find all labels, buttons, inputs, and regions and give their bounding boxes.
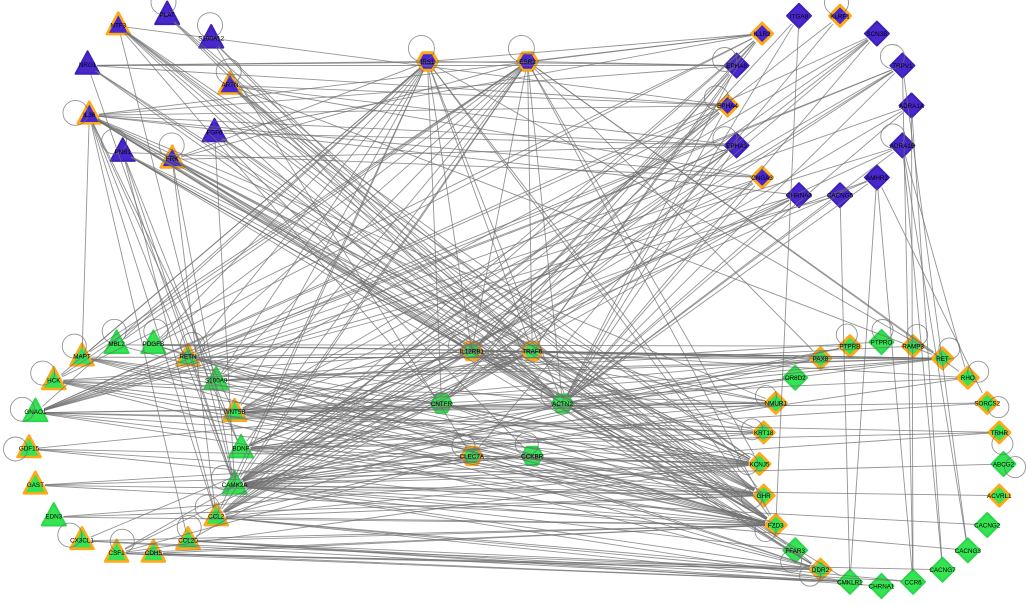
svg-text:CCL20: CCL20 xyxy=(178,537,198,544)
svg-text:GAST: GAST xyxy=(27,482,44,489)
svg-text:IL12RB1: IL12RB1 xyxy=(460,349,485,356)
svg-text:KRT18: KRT18 xyxy=(754,430,774,437)
svg-text:TRHR: TRHR xyxy=(991,430,1009,437)
svg-text:CLEC7A: CLEC7A xyxy=(460,453,485,460)
svg-text:RHO: RHO xyxy=(961,375,975,382)
svg-text:CACNG7: CACNG7 xyxy=(929,567,956,574)
svg-text:GNAO1: GNAO1 xyxy=(24,409,47,416)
svg-text:TRPV1: TRPV1 xyxy=(892,63,913,70)
svg-text:PTPRO: PTPRO xyxy=(871,340,893,347)
svg-text:GHR: GHR xyxy=(757,493,771,500)
svg-text:ABCG2: ABCG2 xyxy=(993,462,1015,469)
svg-text:NTF3: NTF3 xyxy=(110,23,126,30)
svg-text:DDR2: DDR2 xyxy=(812,567,830,574)
svg-text:CMKLR1: CMKLR1 xyxy=(837,579,863,586)
svg-text:PTPRB: PTPRB xyxy=(839,344,860,351)
svg-text:FRK: FRK xyxy=(166,156,179,163)
svg-text:S100A9: S100A9 xyxy=(205,377,228,384)
svg-text:KCNJ5: KCNJ5 xyxy=(750,462,770,469)
svg-text:OR8D2: OR8D2 xyxy=(785,375,806,382)
svg-text:ADRA1A: ADRA1A xyxy=(899,103,925,110)
svg-text:FGF6: FGF6 xyxy=(206,129,223,136)
svg-text:CNTFR: CNTFR xyxy=(431,401,453,408)
svg-text:FFAR3: FFAR3 xyxy=(785,548,805,555)
svg-text:MAPT: MAPT xyxy=(73,354,91,361)
svg-text:ACVRL1: ACVRL1 xyxy=(987,493,1012,500)
svg-text:IL36: IL36 xyxy=(83,112,96,119)
svg-text:CACNG2: CACNG2 xyxy=(974,523,1001,530)
svg-text:IRS1: IRS1 xyxy=(421,59,435,66)
svg-text:SCN3B: SCN3B xyxy=(866,31,887,38)
svg-text:RAMP3: RAMP3 xyxy=(902,344,924,351)
svg-text:CCR6: CCR6 xyxy=(905,579,923,586)
svg-text:CACNG3: CACNG3 xyxy=(955,548,982,555)
svg-text:GDF15: GDF15 xyxy=(19,446,40,453)
svg-text:ADRA1B: ADRA1B xyxy=(890,143,915,150)
svg-text:KLRF1: KLRF1 xyxy=(830,13,850,20)
svg-text:PLAT: PLAT xyxy=(160,12,175,19)
svg-text:IL1R2: IL1R2 xyxy=(754,31,771,38)
svg-text:WNT5B: WNT5B xyxy=(224,409,246,416)
svg-text:RETN: RETN xyxy=(179,354,197,361)
svg-text:ARTN: ARTN xyxy=(221,82,238,89)
svg-text:PNB1: PNB1 xyxy=(114,149,131,156)
svg-text:NMUR1: NMUR1 xyxy=(765,401,788,408)
svg-text:MBL2: MBL2 xyxy=(108,341,125,348)
svg-text:RET: RET xyxy=(936,356,949,363)
svg-text:CHRNA3: CHRNA3 xyxy=(786,193,812,200)
svg-text:ITGA8: ITGA8 xyxy=(790,13,809,20)
svg-text:TRAF6: TRAF6 xyxy=(522,349,542,356)
svg-text:EPHA3: EPHA3 xyxy=(726,143,747,150)
svg-text:ESR2: ESR2 xyxy=(519,59,536,66)
svg-text:CCL2: CCL2 xyxy=(208,514,225,521)
svg-text:AMHR2: AMHR2 xyxy=(866,175,889,182)
svg-text:FZD3: FZD3 xyxy=(768,523,784,530)
svg-text:CSF1: CSF1 xyxy=(109,550,126,557)
svg-text:CACNG5: CACNG5 xyxy=(827,193,854,200)
svg-text:EPHA4: EPHA4 xyxy=(717,103,738,110)
svg-text:NRG1: NRG1 xyxy=(79,62,97,69)
svg-text:CDH5: CDH5 xyxy=(145,550,163,557)
svg-text:S100A12: S100A12 xyxy=(198,36,224,43)
svg-text:CHRNA1: CHRNA1 xyxy=(869,584,895,591)
svg-text:CNGA3: CNGA3 xyxy=(751,175,773,182)
svg-text:CAMK2A: CAMK2A xyxy=(222,482,249,489)
svg-text:EPHA8: EPHA8 xyxy=(726,63,747,70)
svg-text:CCKBR: CCKBR xyxy=(521,453,543,460)
svg-text:BDNF: BDNF xyxy=(232,446,249,453)
svg-text:SORCS2: SORCS2 xyxy=(974,401,1000,408)
svg-text:HCK: HCK xyxy=(47,377,61,384)
svg-text:EDN3: EDN3 xyxy=(45,514,62,521)
svg-text:CX3CL1: CX3CL1 xyxy=(70,537,94,544)
svg-text:PDGFB: PDGFB xyxy=(143,341,165,348)
svg-text:PAX8: PAX8 xyxy=(813,356,829,363)
svg-text:ACTN2: ACTN2 xyxy=(552,401,573,408)
